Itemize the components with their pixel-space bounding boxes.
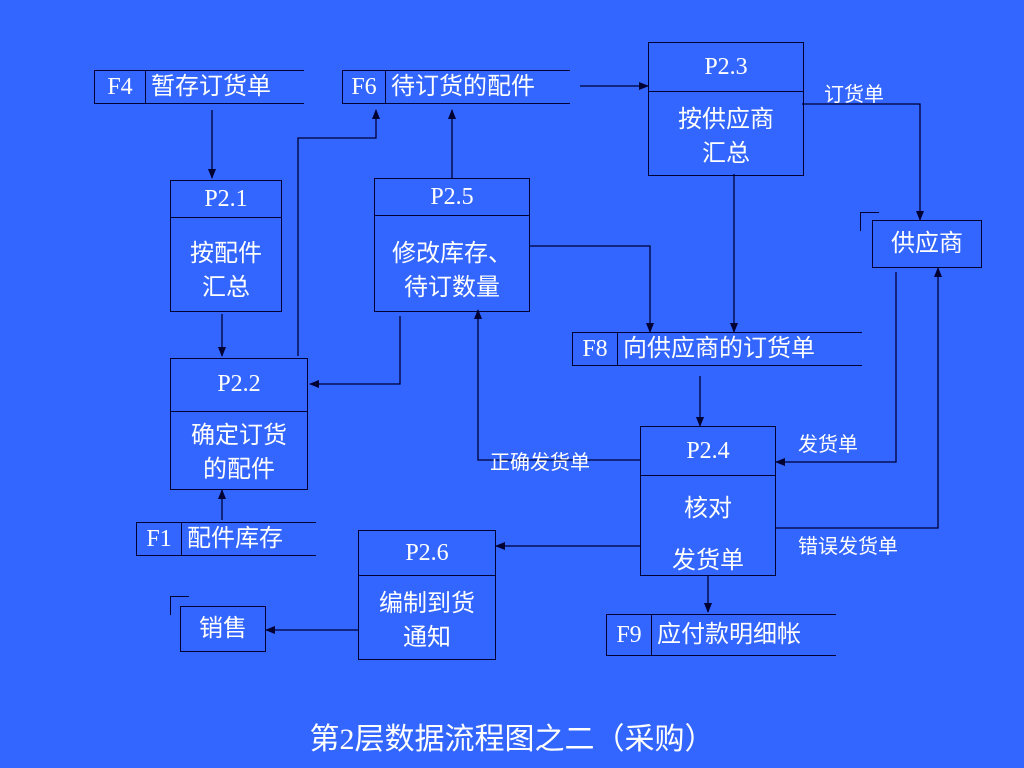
- process-p23-name: 按供应商 汇总: [678, 107, 774, 167]
- flow-label-delivery: 发货单: [798, 434, 858, 456]
- process-p24: P2.4 核对 发货单: [640, 426, 776, 576]
- process-p21-name: 按配件 汇总: [190, 241, 262, 301]
- flow-p23-to-supplier: [802, 103, 924, 221]
- external-supplier: 供应商: [872, 220, 982, 268]
- diagram-title: 第2层数据流程图之二（采购）: [309, 723, 715, 756]
- flow-label-correct-delivery: 正确发货单: [490, 452, 590, 474]
- flow-p22-to-f6: [297, 109, 380, 356]
- store-f1: F1 配件库存: [136, 522, 316, 556]
- process-p22-id: P2.2: [171, 359, 307, 412]
- flow-p24-to-supplier: [776, 267, 942, 529]
- store-f4-id: F4: [95, 71, 146, 103]
- flow-p24-to-p25: [474, 309, 640, 461]
- process-p23: P2.3 按供应商 汇总: [648, 42, 804, 176]
- process-p21-id: P2.1: [171, 181, 281, 218]
- store-f4: F4 暂存订货单: [94, 70, 304, 104]
- external-sales-label: 销售: [199, 616, 247, 642]
- store-f1-name: 配件库存: [187, 526, 283, 552]
- process-p21: P2.1 按配件 汇总: [170, 180, 282, 312]
- process-p24-name: 核对 发货单: [672, 496, 744, 574]
- flow-p25-to-p22: [309, 316, 401, 388]
- sales-corner: [170, 596, 189, 615]
- process-p25: P2.5 修改库存、 待订数量: [374, 178, 530, 312]
- process-p26-name: 编制到货 通知: [379, 591, 475, 651]
- process-p22: P2.2 确定订货 的配件: [170, 358, 308, 490]
- process-p24-id: P2.4: [641, 427, 775, 476]
- external-sales: 销售: [180, 606, 266, 652]
- process-p23-id: P2.3: [649, 43, 803, 92]
- store-f8-id: F8: [573, 333, 618, 365]
- store-f1-id: F1: [137, 523, 182, 555]
- flow-label-wrong-delivery: 错误发货单: [798, 536, 898, 558]
- store-f8: F8 向供应商的订货单: [572, 332, 862, 366]
- store-f6: F6 待订货的配件: [342, 70, 570, 104]
- store-f8-name: 向供应商的订货单: [623, 336, 815, 362]
- process-p25-name: 修改库存、 待订数量: [392, 241, 512, 301]
- process-p25-id: P2.5: [375, 179, 529, 216]
- flow-p25-to-f8: [530, 245, 654, 333]
- process-p22-name: 确定订货 的配件: [191, 423, 287, 483]
- flow-label-order: 订货单: [824, 84, 884, 106]
- store-f9-id: F9: [607, 615, 652, 655]
- flow-supplier-to-p24: [775, 272, 897, 466]
- supplier-corner: [860, 212, 879, 231]
- store-f6-id: F6: [343, 71, 386, 103]
- process-p26-id: P2.6: [359, 531, 495, 576]
- store-f4-name: 暂存订货单: [151, 74, 271, 100]
- store-f6-name: 待订货的配件: [391, 74, 535, 100]
- external-supplier-label: 供应商: [891, 231, 963, 257]
- process-p26: P2.6 编制到货 通知: [358, 530, 496, 660]
- store-f9-name: 应付款明细帐: [657, 622, 801, 648]
- store-f9: F9 应付款明细帐: [606, 614, 836, 656]
